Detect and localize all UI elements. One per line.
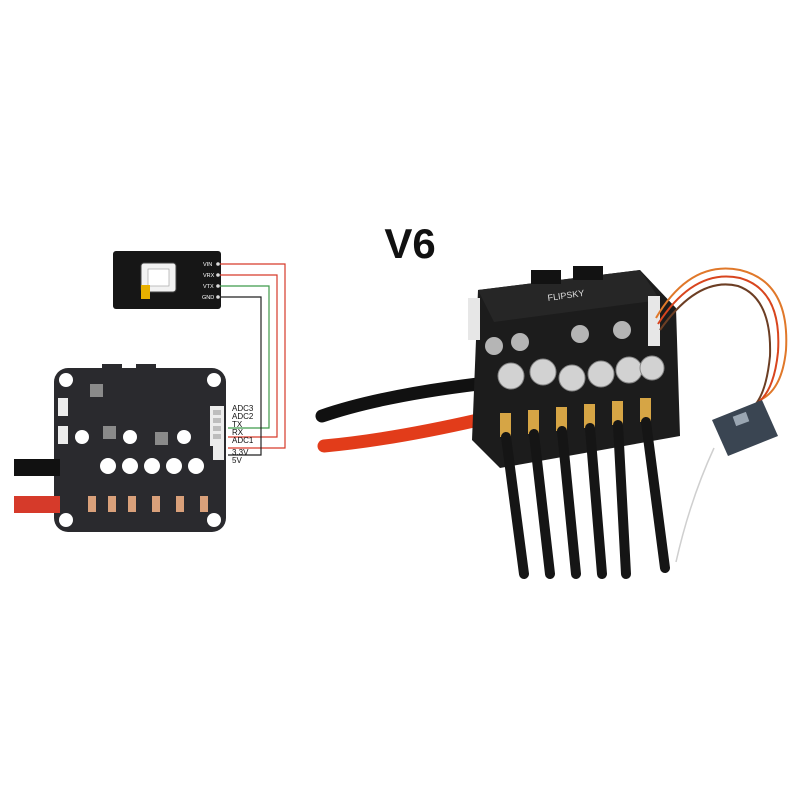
port-label: 5V: [232, 456, 242, 465]
module-pin-label: GND: [202, 295, 214, 301]
mount-hole: [207, 513, 221, 527]
ic-chip: [90, 384, 103, 397]
port-labels: ADC3 ADC2 TX RX ADC1 3.3V 5V: [232, 404, 254, 465]
capacitor: [100, 458, 116, 474]
power-lead-negative: [14, 459, 60, 476]
power-lead-positive: [14, 496, 60, 513]
battery-lead-positive: [317, 413, 485, 453]
module-pin-label: VTX: [203, 284, 214, 290]
capacitor: [144, 458, 160, 474]
module-antenna-pad: [141, 285, 150, 299]
mount-hole: [207, 373, 221, 387]
receiver-wires: [655, 267, 788, 409]
module-pin-label: VRX: [203, 273, 215, 279]
small-capacitors: [485, 321, 631, 355]
capacitor: [166, 458, 182, 474]
battery-lead-negative: [315, 377, 485, 423]
large-capacitors: [497, 355, 665, 392]
capacitor: [188, 458, 204, 474]
ic-chip: [103, 426, 116, 439]
port-label: TX: [232, 420, 243, 429]
mount-hole: [59, 373, 73, 387]
port-label: ADC2: [232, 412, 254, 421]
module-pin-label: VIN: [203, 262, 212, 268]
port-label: ADC1: [232, 436, 254, 445]
ic-chip: [155, 432, 168, 445]
port-label: RX: [232, 428, 244, 437]
phase-terminals: [500, 398, 651, 437]
receiver-module: [675, 400, 778, 563]
receiver-antenna: [675, 447, 715, 563]
diagram-title: V6: [384, 220, 436, 267]
capacitor: [122, 458, 138, 474]
port-label: ADC3: [232, 404, 254, 413]
bluetooth-module: VIN VRX VTX GND: [113, 251, 221, 309]
port-label: 3.3V: [232, 448, 249, 457]
motor-phase-leads: [501, 417, 670, 579]
connection-wires: [220, 263, 286, 456]
copper-pads: [88, 496, 208, 512]
esc-board-diagram: [14, 364, 226, 532]
esc-photo: FLIPSKY: [315, 266, 788, 579]
mount-hole: [59, 513, 73, 527]
